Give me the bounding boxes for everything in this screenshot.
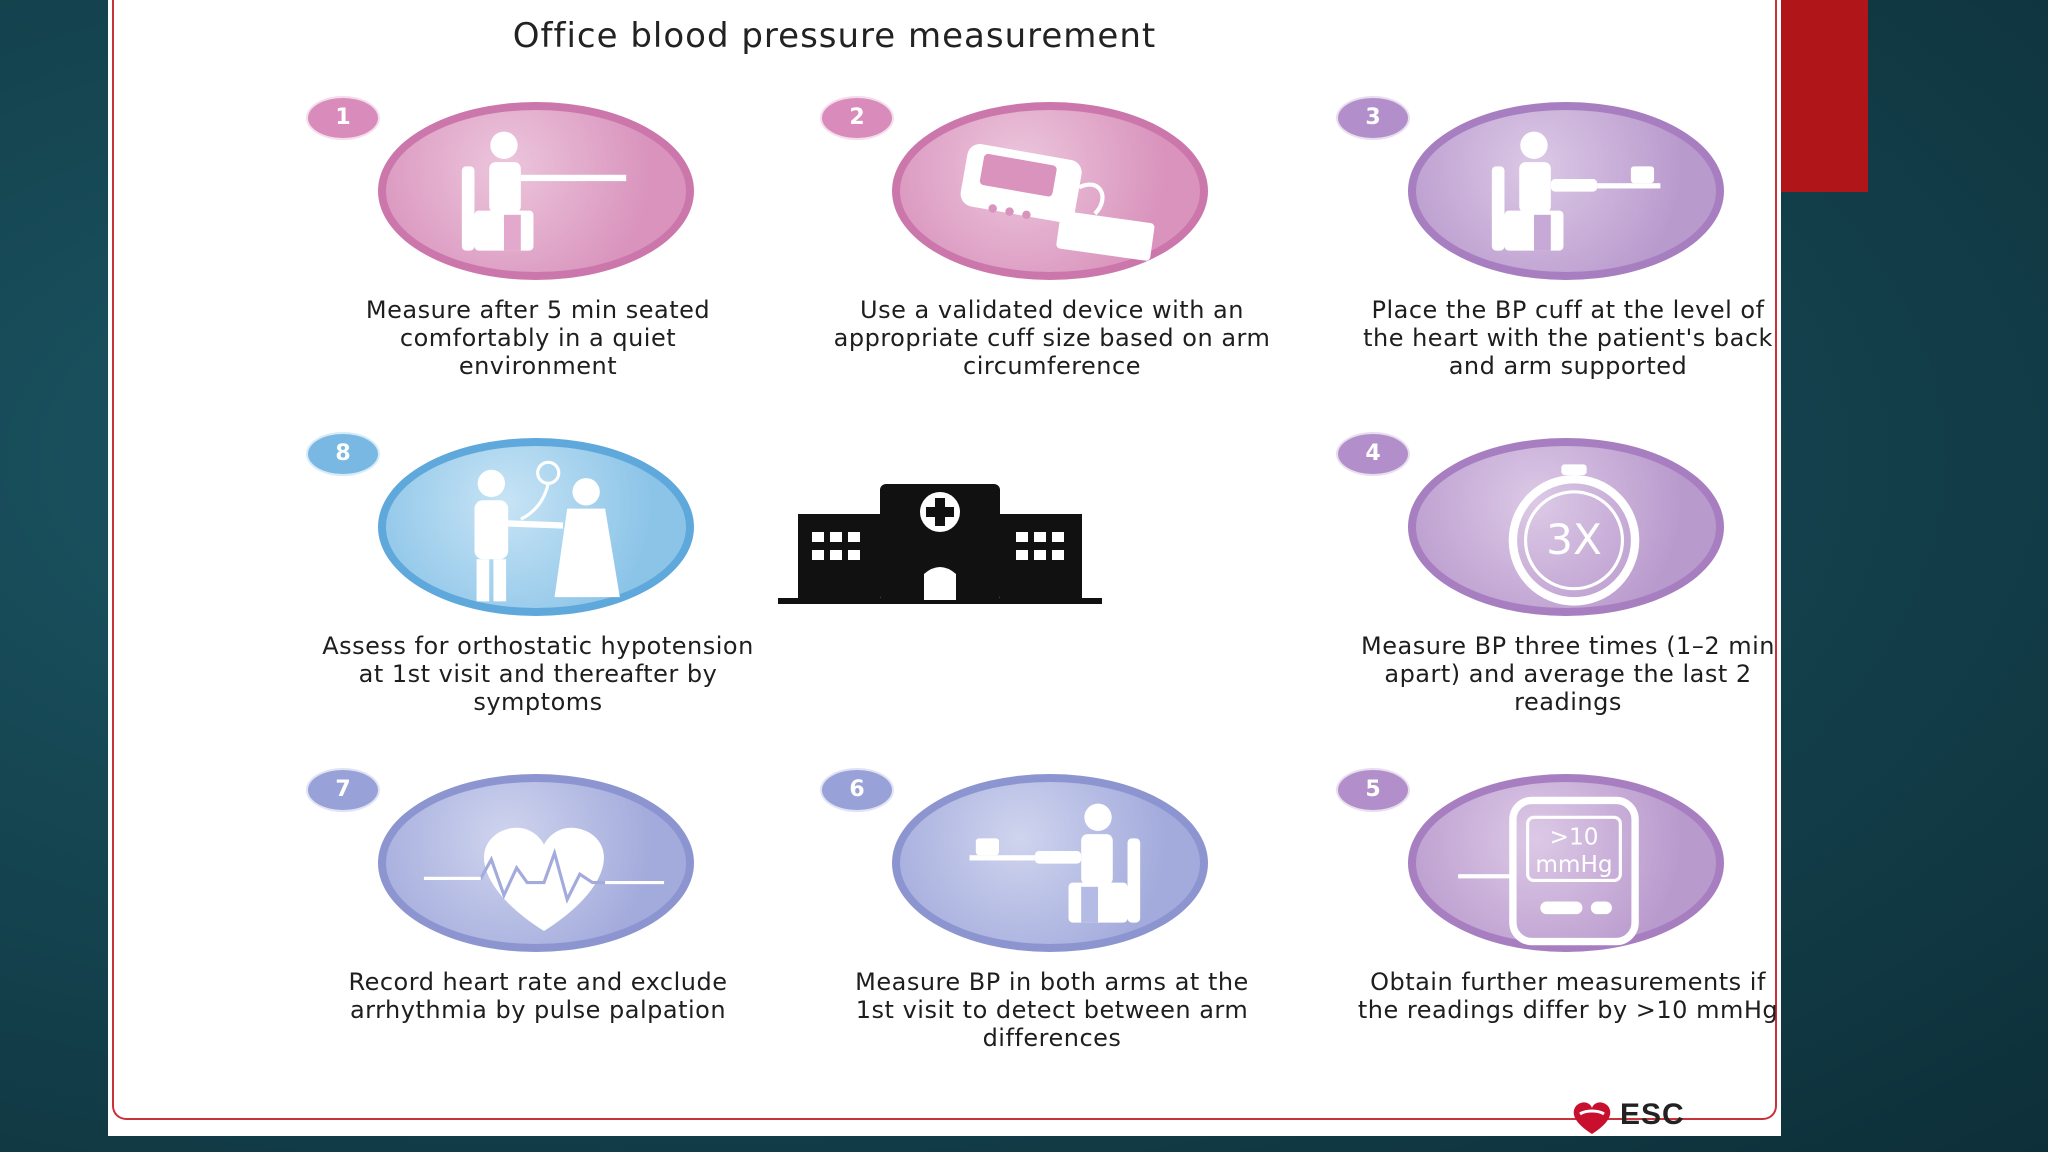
- step-7-circle: [378, 774, 694, 952]
- svg-text:>10: >10: [1550, 824, 1599, 851]
- red-accent-bar: [1780, 0, 1868, 192]
- page-title: Office blood pressure measurement: [512, 16, 1157, 56]
- step-1-circle: [378, 102, 694, 280]
- step-4-caption: Measure BP three times (1–2 min apart) a…: [1361, 632, 1775, 716]
- seated-person-cuff-icon: [1491, 131, 1661, 251]
- step-8-circle: [378, 438, 694, 616]
- step-7-badge: 7: [306, 768, 380, 812]
- step-6-badge: 6: [820, 768, 894, 812]
- step-8-badge: 8: [306, 432, 380, 476]
- step-2-caption: Use a validated device with an appropria…: [833, 296, 1271, 380]
- hospital-icon: [778, 484, 1102, 604]
- esc-logo-text: ESC: [1620, 1098, 1685, 1131]
- step-4-circle: 3X: [1408, 438, 1724, 616]
- svg-text:mmHg: mmHg: [1535, 851, 1612, 878]
- step-2-circle: [892, 102, 1208, 280]
- doctor-patient-icon: [474, 460, 620, 602]
- step-5-caption: Obtain further measurements if the readi…: [1357, 968, 1779, 1024]
- step-8-caption: Assess for orthostatic hypotension at 1s…: [322, 632, 754, 716]
- step-5-badge: 5: [1336, 768, 1410, 812]
- step-2-badge: 2: [820, 96, 894, 140]
- bp-device-cuff-icon: [960, 144, 1155, 261]
- step-3-circle: [1408, 102, 1724, 280]
- step-1-badge: 1: [306, 96, 380, 140]
- step-3-caption: Place the BP cuff at the level of the he…: [1363, 296, 1773, 380]
- seated-person-icon: [461, 131, 627, 251]
- seated-person-both-arms-icon: [969, 803, 1141, 923]
- step-1-caption: Measure after 5 min seated comfortably i…: [365, 296, 711, 380]
- step-6-caption: Measure BP in both arms at the 1st visit…: [855, 968, 1249, 1052]
- slide-image: Office blood pressure measurement 1 Meas…: [108, 0, 1781, 1136]
- step-6-circle: [892, 774, 1208, 952]
- step-3-badge: 3: [1336, 96, 1410, 140]
- svg-text:3X: 3X: [1546, 515, 1602, 564]
- heart-logo-icon: [1573, 1102, 1611, 1134]
- stopwatch-3x-icon: 3X: [1508, 464, 1640, 606]
- heart-pulse-icon: [423, 827, 665, 932]
- esc-logo: ESC: [1568, 1098, 1738, 1138]
- step-4-badge: 4: [1336, 432, 1410, 476]
- frame-border: [112, 0, 1777, 1120]
- step-7-caption: Record heart rate and exclude arrhythmia…: [348, 968, 728, 1024]
- step-5-circle: >10 mmHg: [1408, 774, 1724, 952]
- bp-monitor-display-icon: >10 mmHg: [1458, 796, 1639, 946]
